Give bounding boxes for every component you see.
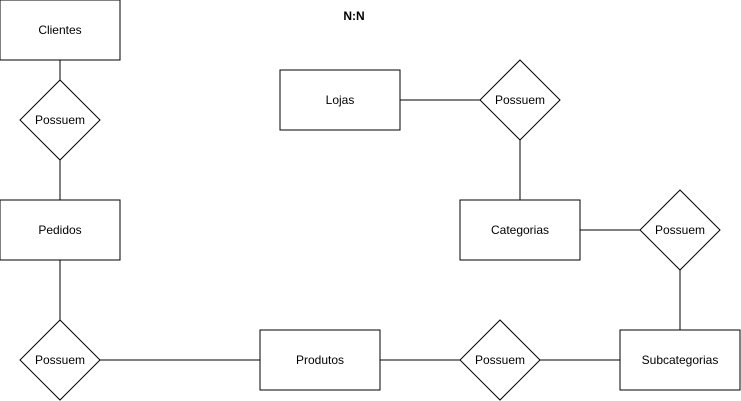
entity-pedidos-label: Pedidos [38,223,81,237]
relationship-lojas-categorias[interactable]: Possuem [479,59,561,141]
entity-lojas-label: Lojas [326,93,355,107]
entity-pedidos[interactable]: Pedidos [0,199,121,261]
entity-categorias-label: Categorias [491,223,549,237]
relationship-pedidos-produtos[interactable]: Possuem [19,319,101,401]
diagram-title: N:N [343,9,364,23]
entity-clientes-label: Clientes [38,23,81,37]
relationship-clientes-pedidos[interactable]: Possuem [19,79,101,161]
relationship-produtos-subcategorias-label: Possuem [475,353,525,367]
entity-subcategorias[interactable]: Subcategorias [619,329,741,391]
relationship-categorias-subcategorias-label: Possuem [655,223,705,237]
entity-subcategorias-label: Subcategorias [642,353,719,367]
relationship-produtos-subcategorias[interactable]: Possuem [459,319,541,401]
entity-lojas[interactable]: Lojas [279,69,401,131]
relationship-pedidos-produtos-label: Possuem [35,353,85,367]
relationship-clientes-pedidos-label: Possuem [35,113,85,127]
relationship-categorias-subcategorias[interactable]: Possuem [639,189,721,271]
connectors [59,60,681,361]
entity-categorias[interactable]: Categorias [459,199,581,261]
entity-produtos-label: Produtos [296,353,344,367]
entity-produtos[interactable]: Produtos [259,329,381,391]
relationship-lojas-categorias-label: Possuem [495,93,545,107]
entity-clientes[interactable]: Clientes [0,0,121,61]
